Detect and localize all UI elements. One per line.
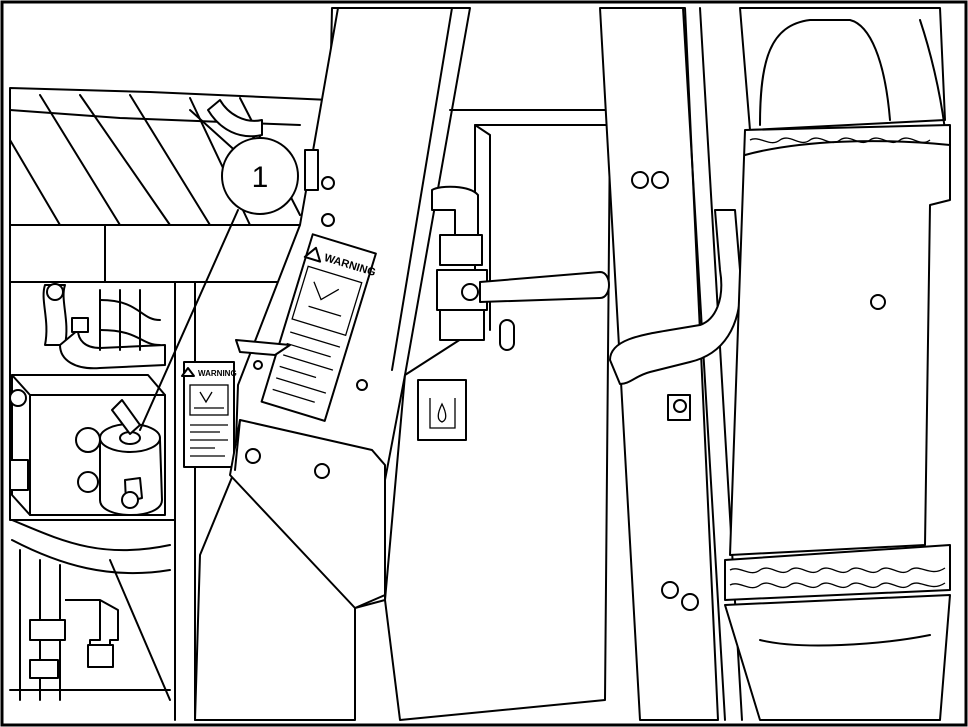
main-warning-decal: WARNING [260, 233, 377, 422]
ladder-rail [599, 7, 743, 721]
callout-leader-line [139, 209, 239, 431]
callout-1: 1 [139, 137, 299, 431]
warning-triangle-icon [303, 246, 322, 263]
small-warning-decal: WARNING [181, 361, 237, 468]
hot-surface-icon [291, 265, 363, 337]
drain-valve [431, 185, 610, 341]
frame-posts [174, 281, 196, 721]
engine-components [9, 281, 176, 701]
fuel-filter [99, 399, 163, 516]
right-tank [724, 7, 951, 721]
small-warning-label: WARNING [198, 369, 237, 378]
fuel-drop-icon [189, 384, 229, 416]
callout-number: 1 [252, 161, 269, 194]
drain-valve-handle[interactable] [479, 271, 610, 303]
warning-triangle-icon [181, 367, 195, 377]
callout-circle [221, 137, 299, 215]
fuel-drop-icon [417, 379, 467, 441]
